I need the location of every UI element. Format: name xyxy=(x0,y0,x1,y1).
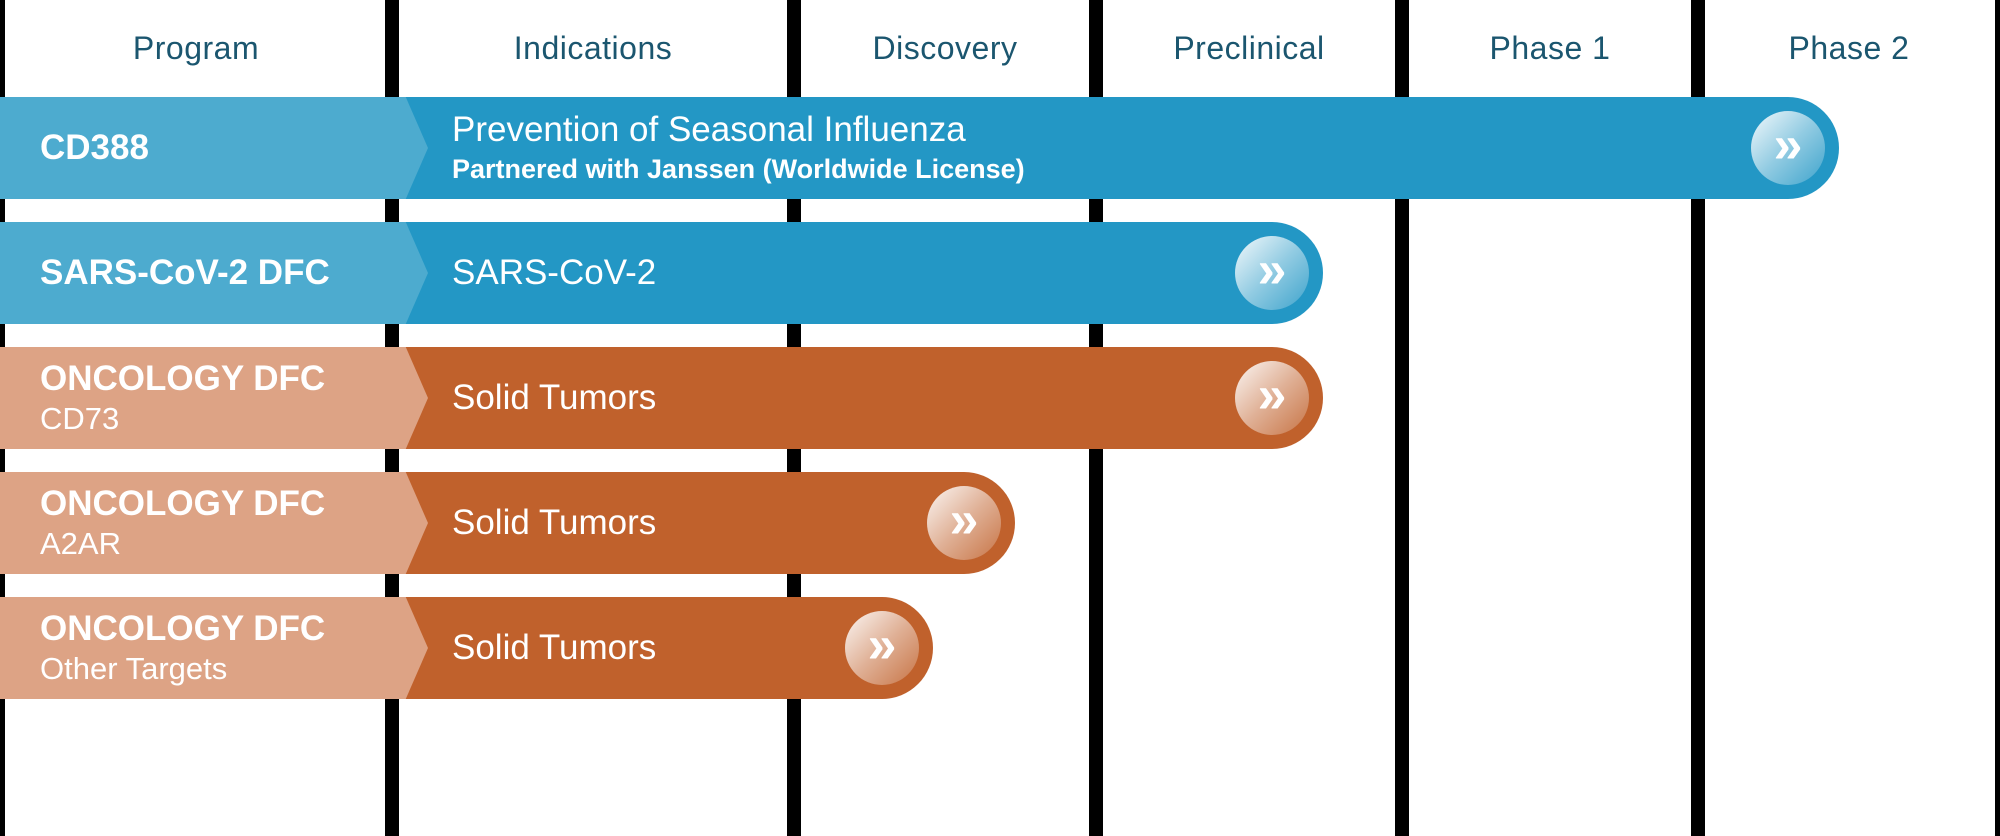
program-subtitle: A2AR xyxy=(40,526,121,562)
program-label-chevron: ONCOLOGY DFC Other Targets xyxy=(0,597,428,699)
pipeline-row-cd388: Prevention of Seasonal Influenza Partner… xyxy=(0,97,1839,199)
column-divider xyxy=(1395,0,1409,836)
pipeline-row-sars-cov-2-dfc: SARS-CoV-2 SARS-CoV-2 DFC » xyxy=(0,222,1323,324)
stage-marker: » xyxy=(1751,111,1825,185)
program-name: ONCOLOGY DFC xyxy=(40,484,326,524)
program-label-chevron: SARS-CoV-2 DFC xyxy=(0,222,428,324)
program-name: ONCOLOGY DFC xyxy=(40,359,326,399)
double-chevron-right-icon: » xyxy=(1773,116,1803,174)
indication-label: Solid Tumors xyxy=(452,627,657,667)
column-divider xyxy=(1691,0,1705,836)
column-header-preclinical: Preclinical xyxy=(1173,30,1325,66)
program-subtitle: CD73 xyxy=(40,401,120,437)
indication-block: Prevention of Seasonal Influenza Partner… xyxy=(452,97,1025,199)
indication-label: Solid Tumors xyxy=(452,377,657,417)
stage-marker: » xyxy=(927,486,1001,560)
program-name: ONCOLOGY DFC xyxy=(40,609,326,649)
indication-label: Prevention of Seasonal Influenza xyxy=(452,109,966,149)
double-chevron-right-icon: » xyxy=(867,616,897,674)
pipeline-row-oncology-dfc-cd73: Solid Tumors ONCOLOGY DFC CD73 » xyxy=(0,347,1323,449)
program-subtitle: Other Targets xyxy=(40,651,228,687)
program-name: SARS-CoV-2 DFC xyxy=(40,253,330,292)
program-label-chevron: ONCOLOGY DFC A2AR xyxy=(0,472,428,574)
stage-marker: » xyxy=(845,611,919,685)
column-header-indications: Indications xyxy=(513,30,673,66)
partner-note: Partnered with Janssen (Worldwide Licens… xyxy=(452,154,1025,185)
column-header-phase1: Phase 1 xyxy=(1489,30,1611,66)
indication-block: Solid Tumors xyxy=(452,347,656,449)
pipeline-row-oncology-dfc-other-targets: Solid Tumors ONCOLOGY DFC Other Targets … xyxy=(0,597,933,699)
program-label-chevron: CD388 xyxy=(0,97,428,199)
program-name: CD388 xyxy=(40,128,149,167)
column-header-phase2: Phase 2 xyxy=(1788,30,1910,66)
indication-label: SARS-CoV-2 xyxy=(452,252,657,292)
indication-label: Solid Tumors xyxy=(452,502,657,542)
stage-marker: » xyxy=(1235,361,1309,435)
stage-marker: » xyxy=(1235,236,1309,310)
indication-block: Solid Tumors xyxy=(452,597,656,699)
column-divider xyxy=(1995,0,2000,836)
double-chevron-right-icon: » xyxy=(1257,241,1287,299)
pipeline-row-oncology-dfc-a2ar: Solid Tumors ONCOLOGY DFC A2AR » xyxy=(0,472,1015,574)
indication-block: SARS-CoV-2 xyxy=(452,222,656,324)
column-header-program: Program xyxy=(132,30,260,66)
indication-block: Solid Tumors xyxy=(452,472,656,574)
double-chevron-right-icon: » xyxy=(1257,366,1287,424)
double-chevron-right-icon: » xyxy=(949,491,979,549)
program-label-chevron: ONCOLOGY DFC CD73 xyxy=(0,347,428,449)
column-header-discovery: Discovery xyxy=(872,30,1018,66)
